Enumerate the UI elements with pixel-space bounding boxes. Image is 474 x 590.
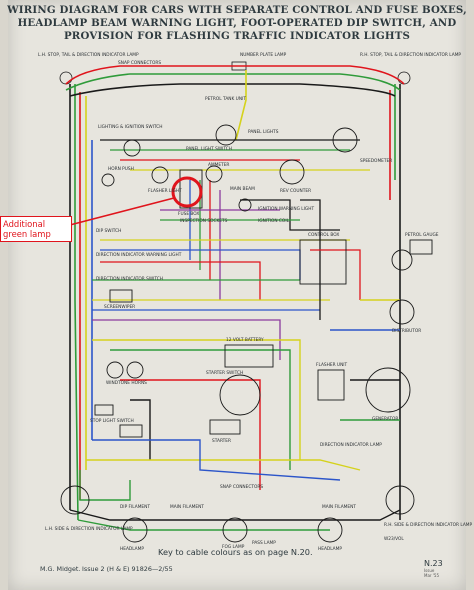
rh-headlamp-main-icon	[317, 517, 343, 543]
petrol-gauge-icon	[409, 239, 433, 255]
lighting-ignition-label: LIGHTING & IGNITION SWITCH	[98, 124, 163, 130]
main-beam-label: MAIN BEAM	[230, 186, 255, 192]
footer-small-date: Mar '55	[424, 572, 440, 578]
distributor-icon	[389, 299, 415, 325]
ammeter-icon	[205, 165, 223, 183]
additional-green-lamp-callout: Additional green lamp	[0, 216, 72, 242]
snap-connectors-top-label: SNAP CONNECTORS	[118, 60, 161, 66]
panel-light-switch-label: PANEL LIGHT SWITCH	[186, 146, 232, 152]
footer-issue: Issue 2 (H & E) 91826—2/55	[82, 565, 173, 573]
speedometer-icon	[332, 127, 358, 153]
lh-headlamp-icon	[60, 485, 90, 515]
main-filament-label-lh: MAIN FILAMENT	[170, 504, 204, 510]
flasher-unit-icon	[317, 369, 345, 401]
panel-light-icon	[215, 124, 237, 146]
dip-filament-label: DIP FILAMENT	[120, 504, 150, 510]
starter-icon	[209, 419, 241, 435]
footer-small-print: Issue Mar '55	[424, 568, 440, 578]
speedometer-label: SPEEDOMETER	[360, 158, 392, 164]
lh-headlamp-main-icon	[122, 517, 148, 543]
pass-lamp-label: PASS LAMP	[252, 540, 276, 546]
rh-rear-lamp-icon	[397, 71, 411, 85]
windtone-horns-label: WINDTONE HORNS	[106, 380, 147, 386]
petrol-gauge-dial-icon	[391, 249, 413, 271]
battery-label: 12 VOLT BATTERY	[226, 337, 264, 343]
number-plate-label: NUMBER PLATE LAMP	[240, 52, 287, 58]
flasher-light-icon	[151, 166, 169, 184]
w23-label: W23/VOL	[384, 536, 404, 542]
rh-horn-icon	[126, 361, 144, 379]
lh-rear-lamp-icon	[59, 71, 73, 85]
control-box-label: CONTROL BOX	[308, 232, 339, 238]
screen-wiper-icon	[109, 289, 133, 303]
fog-lamp-label: FOG LAMP	[222, 544, 245, 550]
lighting-switch-icon	[123, 139, 141, 157]
direction-warning-label: DIRECTION INDICATOR WARNING LIGHT	[96, 252, 182, 258]
dipper-switch-icon	[119, 424, 143, 438]
diagram-title: WIRING DIAGRAM FOR CARS WITH SEPARATE CO…	[0, 4, 474, 43]
stop-light-switch-icon	[94, 404, 114, 416]
title-line-2: HEADLAMP BEAM WARNING LIGHT, FOOT-OPERAT…	[17, 17, 457, 29]
dashboard-wiring	[92, 139, 370, 360]
green-lamp-highlight	[65, 176, 203, 227]
petrol-gauge-label: PETROL GAUGE	[405, 232, 439, 238]
footer-small-issue: Issue	[424, 568, 435, 573]
fog-lamp-icon	[222, 517, 248, 543]
lower-harness	[69, 299, 401, 531]
rh-headlamp-label: HEADLAMP	[318, 546, 342, 552]
rev-counter-icon	[279, 159, 305, 185]
page-number: N.23	[424, 559, 443, 568]
cable-colour-key-note: Key to cable colours as on page N.20.	[158, 547, 313, 557]
lh-horn-icon	[106, 361, 124, 379]
flasher-unit-label: FLASHER UNIT	[316, 362, 348, 368]
rev-counter-label: REV COUNTER	[280, 188, 311, 194]
rh-headlamp-icon	[385, 485, 415, 515]
snap-connectors-bottom-label: SNAP CONNECTORS	[220, 484, 263, 490]
horn-push-label: HORN PUSH	[108, 166, 134, 172]
direction-switch-label: DIRECTION INDICATOR SWITCH	[96, 276, 163, 282]
rh-side-lamp-label: R.H. SIDE & DIRECTION INDICATOR LAMP	[384, 522, 472, 528]
battery-icon	[224, 344, 274, 368]
control-box-icon	[299, 239, 347, 285]
petrol-tank-label: PETROL TANK UNIT	[205, 96, 246, 102]
title-line-3: PROVISION FOR FLASHING TRAFFIC INDICATOR…	[63, 30, 411, 42]
inspection-sockets-label: INSPECTION SOCKETS	[180, 218, 228, 224]
starter-switch-icon	[219, 374, 261, 416]
footer-model: M.G. Midget.	[40, 565, 81, 573]
horn-push-icon	[101, 173, 115, 187]
starter-label: STARTER	[212, 438, 231, 444]
stop-light-switch-label: STOP LIGHT SWITCH	[90, 418, 134, 424]
ammeter-label: AMMETER	[208, 162, 229, 168]
main-filament-label-rh: MAIN FILAMENT	[322, 504, 356, 510]
panel-lights-label: PANEL LIGHTS	[248, 129, 279, 135]
distributor-label: DISTRIBUTOR	[392, 328, 421, 334]
dip-switch-label: DIP SWITCH	[96, 228, 121, 234]
lh-side-lamp-label: L.H. SIDE & DIRECTION INDICATOR LAMP	[45, 526, 133, 532]
rh-stop-tail-label: R.H. STOP, TAIL & DIRECTION INDICATOR LA…	[360, 52, 461, 58]
generator-icon	[365, 367, 411, 413]
ignition-coil-label: IGNITION COIL	[258, 218, 290, 224]
ignition-warning-icon	[238, 198, 252, 212]
ignition-warning-label: IGNITION WARNING LIGHT	[258, 206, 314, 212]
flasher-light-label: FLASHER LIGHT	[148, 188, 182, 194]
screen-wiper-label: SCREENWIPER	[104, 304, 135, 310]
lh-headlamp-label: HEADLAMP	[120, 546, 144, 552]
direction-lamp-label: DIRECTION INDICATOR LAMP	[320, 442, 382, 448]
lh-stop-tail-label: L.H. STOP, TAIL & DIRECTION INDICATOR LA…	[38, 52, 139, 58]
main-harness	[65, 65, 405, 521]
fuse-box-label: FUSE BOX	[178, 211, 199, 217]
title-line-1: WIRING DIAGRAM FOR CARS WITH SEPARATE CO…	[7, 4, 467, 16]
fuse-box-icon	[179, 169, 203, 209]
generator-label: GENERATOR	[372, 416, 398, 422]
starter-switch-label: STARTER SWITCH	[206, 370, 243, 376]
